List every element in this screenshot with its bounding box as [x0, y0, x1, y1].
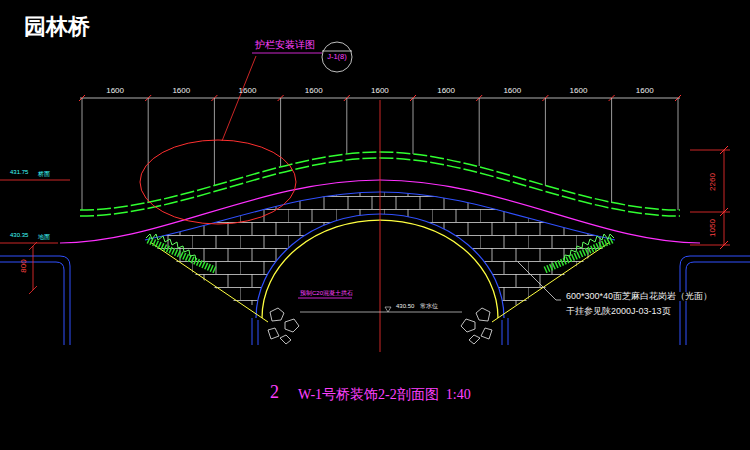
dimension-value: 1600 — [570, 87, 588, 95]
dimension-value: 800 — [20, 259, 28, 272]
water-level-line — [300, 312, 462, 313]
dimension-line — [80, 98, 680, 99]
elevation-value: 430.50 — [396, 303, 414, 309]
elevation-name: 桥面 — [38, 171, 50, 177]
elevation-value: 431.75 — [10, 169, 28, 175]
elevation-name: 地面 — [38, 234, 50, 240]
dimension-ticks — [720, 146, 728, 249]
dimension-value: 1600 — [503, 87, 521, 95]
material-note: 预制C20混凝土拱石 — [300, 290, 353, 296]
dimension-value: 1600 — [437, 87, 455, 95]
dimension-value: 1600 — [305, 87, 323, 95]
finish-note: 干挂参见陕2000J-03-13页 — [565, 307, 672, 316]
grass — [148, 240, 215, 270]
callout-title: 护栏安装详图 — [255, 40, 315, 50]
center-line — [380, 100, 381, 352]
dimension-value: 1600 — [172, 87, 190, 95]
elevation-line — [0, 180, 70, 181]
grass — [545, 240, 612, 270]
grass — [564, 234, 614, 260]
section-number: 2 — [270, 383, 279, 401]
detail-symbol-line — [322, 51, 352, 52]
drawing-title: 园林桥 — [24, 16, 90, 38]
drawing-caption: W-1号桥装饰2-2剖面图 1:40 — [298, 388, 471, 402]
elevation-value: 430.35 — [10, 232, 28, 238]
leader-line — [518, 262, 561, 300]
rock-fill — [461, 308, 492, 344]
leader-line — [222, 56, 256, 141]
dimension-line — [690, 150, 730, 245]
rock-fill — [268, 308, 299, 344]
elevation-line — [0, 243, 58, 244]
grass — [146, 234, 196, 260]
note-underline — [298, 298, 352, 299]
dimension-value: 1600 — [239, 87, 257, 95]
water-level-name: 常水位 — [420, 303, 438, 309]
finish-note: 600*300*40面芝麻白花岗岩（光面） — [565, 292, 713, 301]
level-mark — [385, 307, 391, 312]
callout-underline — [252, 53, 322, 54]
detail-ellipse — [140, 140, 296, 224]
dimension-value: 1050 — [709, 219, 717, 237]
dimension-value: 1600 — [371, 87, 389, 95]
dimension-line — [29, 242, 37, 294]
dimension-value: 1600 — [106, 87, 124, 95]
dimension-value: 1600 — [636, 87, 654, 95]
detail-symbol — [322, 42, 352, 72]
detail-number: J-1(8) — [327, 53, 347, 61]
dimension-value: 2260 — [709, 173, 717, 191]
bank-wall-left — [0, 256, 70, 345]
